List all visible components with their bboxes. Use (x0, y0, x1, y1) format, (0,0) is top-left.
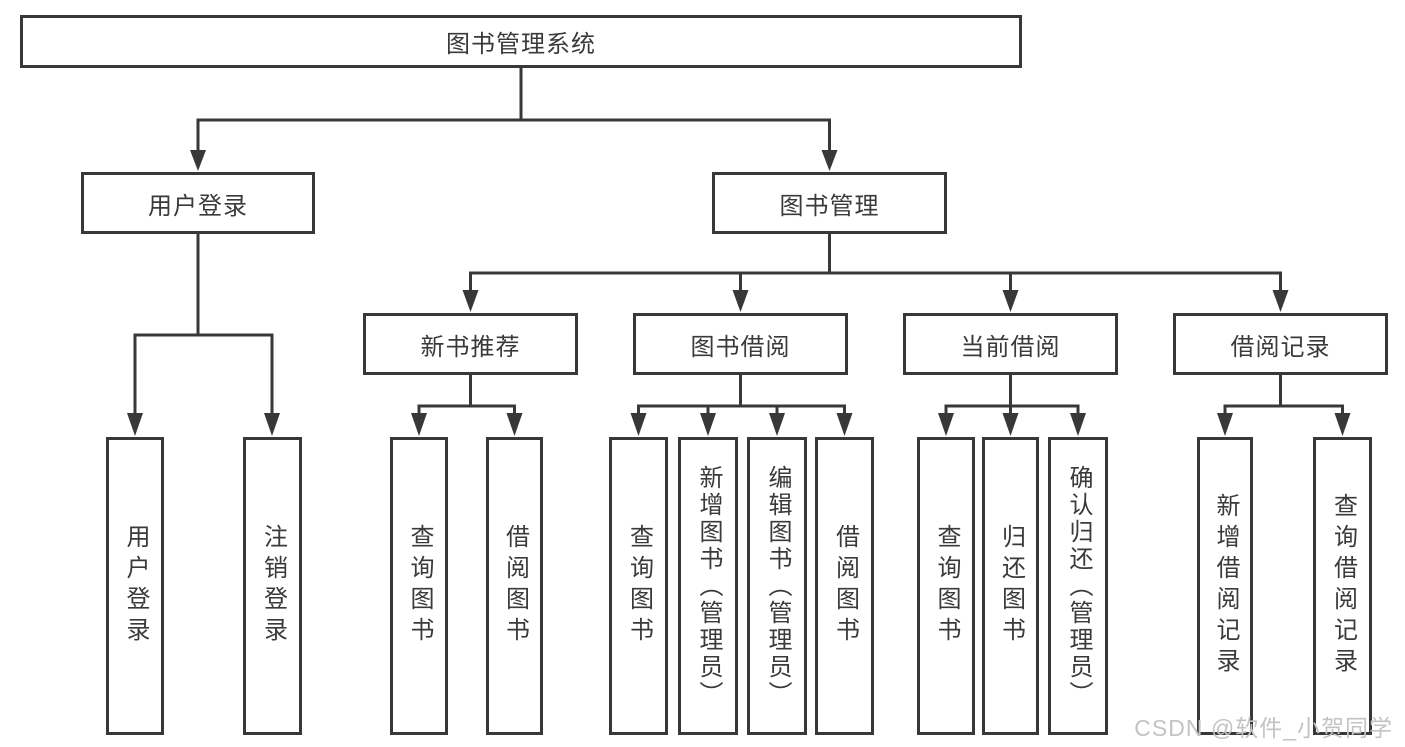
node-user-login: 用户登录 (81, 172, 315, 234)
leaf-logout: 注销登录 (243, 437, 302, 735)
leaf-add-book-admin-label: 新增图书（管理员） (695, 464, 722, 708)
node-new-book-recommend: 新书推荐 (363, 313, 578, 375)
edge-login-to-leaves (127, 234, 280, 436)
node-current-borrow: 当前借阅 (903, 313, 1118, 375)
csdn-watermark: CSDN @软件_小贺同学 (1134, 715, 1393, 741)
leaf-borrow-book-2-label: 借阅图书 (831, 524, 859, 648)
node-borrow-records-label: 借阅记录 (1230, 333, 1331, 361)
edge-records-to-leaves (1217, 375, 1351, 436)
node-user-login-label: 用户登录 (148, 192, 248, 220)
node-root: 图书管理系统 (20, 15, 1022, 68)
leaf-add-borrow-record: 新增借阅记录 (1197, 437, 1253, 735)
leaf-user-login-label: 用户登录 (122, 524, 149, 648)
leaf-borrow-book-1: 借阅图书 (486, 437, 543, 735)
node-book-borrow: 图书借阅 (633, 313, 848, 375)
leaf-query-book-3-label: 查询图书 (933, 524, 960, 648)
node-book-borrow-label: 图书借阅 (690, 333, 791, 361)
leaf-borrow-book-2: 借阅图书 (815, 437, 874, 735)
leaf-add-borrow-record-label: 新增借阅记录 (1212, 493, 1239, 679)
leaf-return-book: 归还图书 (982, 437, 1039, 735)
leaf-return-book-label: 归还图书 (997, 524, 1025, 648)
node-borrow-records: 借阅记录 (1173, 313, 1388, 375)
leaf-query-book-2: 查询图书 (609, 437, 668, 735)
edge-root-to-level2 (190, 68, 838, 171)
node-book-management-label: 图书管理 (779, 192, 880, 220)
leaf-logout-label: 注销登录 (259, 524, 287, 648)
leaf-edit-book-admin: 编辑图书（管理员） (747, 437, 807, 735)
node-new-book-recommend-label: 新书推荐 (420, 333, 521, 361)
edge-current-to-leaves (938, 375, 1086, 436)
node-book-management: 图书管理 (712, 172, 947, 234)
leaf-query-book-2-label: 查询图书 (625, 524, 653, 648)
leaf-query-borrow-record: 查询借阅记录 (1313, 437, 1372, 735)
edge-borrow-to-leaves (630, 375, 853, 436)
leaf-confirm-return-admin: 确认归还（管理员） (1048, 437, 1108, 735)
leaf-add-book-admin: 新增图书（管理员） (678, 437, 738, 735)
leaf-query-book-3: 查询图书 (917, 437, 975, 735)
leaf-query-book-1: 查询图书 (390, 437, 448, 735)
edge-newbook-to-leaves (411, 375, 523, 436)
edge-mgmt-to-level3 (462, 234, 1289, 312)
leaf-query-book-1-label: 查询图书 (406, 524, 433, 648)
leaf-confirm-return-admin-label: 确认归还（管理员） (1065, 464, 1092, 708)
leaf-query-borrow-record-label: 查询借阅记录 (1329, 493, 1357, 679)
node-root-label: 图书管理系统 (446, 31, 596, 58)
leaf-borrow-book-1-label: 借阅图书 (501, 524, 529, 648)
node-current-borrow-label: 当前借阅 (960, 333, 1061, 361)
leaf-edit-book-admin-label: 编辑图书（管理员） (764, 464, 791, 708)
leaf-user-login: 用户登录 (106, 437, 164, 735)
